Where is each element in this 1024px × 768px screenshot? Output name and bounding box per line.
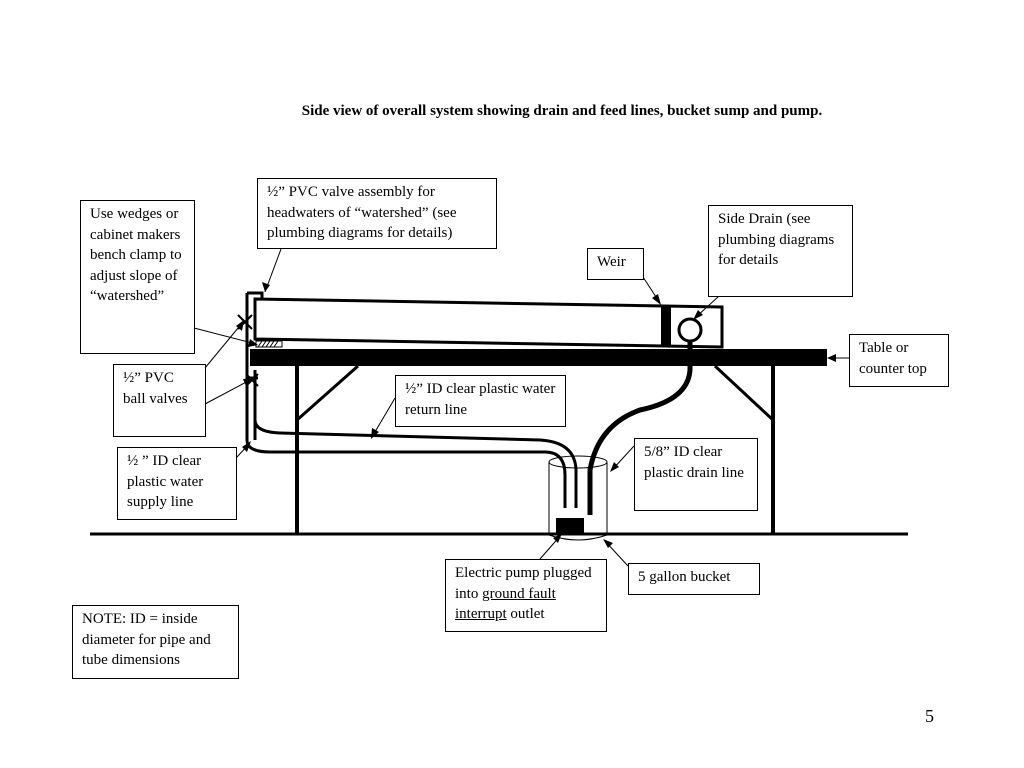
side-drain-label: Side Drain (see plumbing diagrams for de… xyxy=(708,205,853,297)
drain-line xyxy=(587,341,693,515)
lower-valve-x xyxy=(245,373,259,387)
drain-line-label: 5/8” ID clear plastic drain line xyxy=(634,438,758,511)
leader-ball-valves-2 xyxy=(204,378,253,405)
bucket xyxy=(548,455,608,541)
table-brace-left xyxy=(296,364,359,422)
side-drain-fitting xyxy=(677,317,703,343)
leader-wedges xyxy=(193,327,257,345)
watershed-trough xyxy=(253,297,724,349)
table-label: Table or counter top xyxy=(849,334,949,387)
weir-plate xyxy=(661,305,671,347)
note-box: NOTE: ID = inside diameter for pipe and … xyxy=(72,605,239,679)
pump-label-gfi: ground fault interrupt xyxy=(455,585,556,623)
ball-valves-label: ½” PVC ball valves xyxy=(113,364,206,437)
valve-assembly-label: ½” PVC valve assembly for headwaters of … xyxy=(257,178,497,249)
wedge xyxy=(255,340,283,348)
bucket-label: 5 gallon bucket xyxy=(628,563,760,595)
supply-line xyxy=(247,291,264,299)
leader-ball-valves-1 xyxy=(204,321,244,369)
page-number: 5 xyxy=(925,706,934,726)
pump-label: Electric pump plugged into ground fault … xyxy=(445,559,607,632)
supply-line-label: ½ ” ID clear plastic water supply line xyxy=(117,447,237,520)
pump-label-prefix: Electric pump plugged into xyxy=(455,565,592,602)
wedges-label: Use wedges or cabinet makers bench clamp… xyxy=(80,200,195,354)
weir-label: Weir xyxy=(587,248,644,280)
return-line-label: ½” ID clear plastic water return line xyxy=(395,375,566,427)
table-brace-right xyxy=(713,364,775,422)
table-top xyxy=(250,349,827,366)
pump-label-suffix: outlet xyxy=(506,606,545,622)
pump xyxy=(556,518,584,533)
diagram-title: Side view of overall system showing drai… xyxy=(301,103,823,119)
return-line-outer xyxy=(245,439,567,508)
return-line-inner xyxy=(253,419,578,508)
